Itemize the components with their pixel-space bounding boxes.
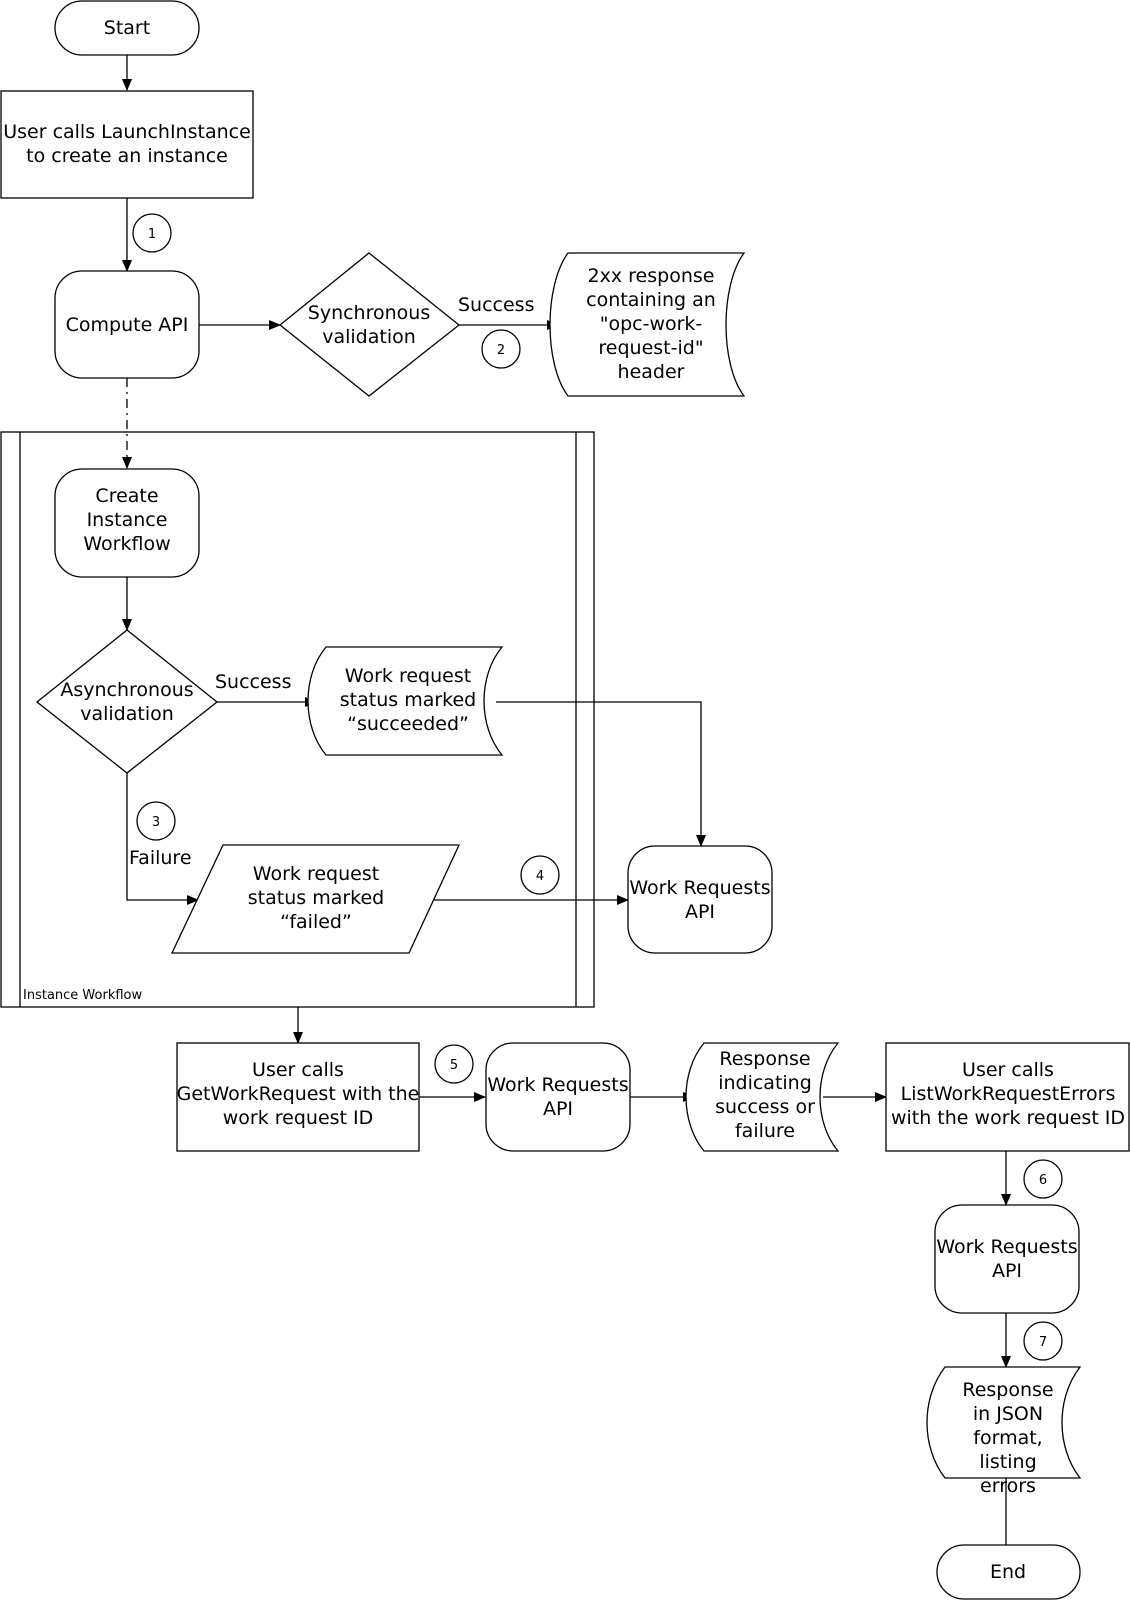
asynchronous-validation-decision: Asynchronous validation <box>35 629 219 774</box>
svg-text:6: 6 <box>1039 1173 1047 1188</box>
svg-text:Create: Create <box>95 485 158 507</box>
json-errors-document: Response in JSON format, listing errors <box>926 1366 1082 1497</box>
step-marker-5: 5 <box>434 1044 474 1084</box>
sync-success-label: Success <box>458 294 534 316</box>
svg-text:Work request: Work request <box>345 665 471 687</box>
svg-text:5: 5 <box>450 1058 458 1073</box>
step-marker-1: 1 <box>132 213 172 253</box>
end-terminal: End <box>936 1544 1081 1600</box>
svg-text:Compute API: Compute API <box>66 314 189 336</box>
status-failed-data: Work request status marked “failed” <box>170 844 461 954</box>
start-label: Start <box>104 17 150 39</box>
compute-api-node: Compute API <box>54 270 200 379</box>
step-marker-7: 7 <box>1023 1321 1063 1361</box>
svg-text:API: API <box>992 1260 1022 1282</box>
launch-instance-process: User calls LaunchInstance to create an i… <box>0 90 254 199</box>
svg-text:4: 4 <box>536 869 544 884</box>
svg-text:errors: errors <box>980 1475 1036 1497</box>
sync-response-document: 2xx response containing an "opc-work- re… <box>549 252 746 397</box>
svg-text:work request ID: work request ID <box>223 1107 374 1129</box>
svg-text:User calls: User calls <box>962 1059 1054 1081</box>
svg-text:Work Requests: Work Requests <box>936 1236 1077 1258</box>
async-failure-label: Failure <box>129 847 192 869</box>
work-requests-api-node-2: Work Requests API <box>485 1042 631 1152</box>
svg-text:validation: validation <box>80 703 174 725</box>
connectors <box>122 55 1011 1545</box>
svg-text:User calls: User calls <box>252 1059 344 1081</box>
step-marker-3: 3 <box>136 801 176 841</box>
get-work-request-process: User calls GetWorkRequest with the work … <box>176 1042 420 1152</box>
svg-text:Work Requests: Work Requests <box>629 877 770 899</box>
svg-text:Instance: Instance <box>87 509 168 531</box>
svg-text:in JSON: in JSON <box>973 1403 1043 1425</box>
end-label: End <box>990 1561 1026 1583</box>
svg-text:User calls LaunchInstance: User calls LaunchInstance <box>3 121 251 143</box>
svg-text:2xx response: 2xx response <box>588 265 715 287</box>
svg-text:API: API <box>543 1098 573 1120</box>
synchronous-validation-decision: Synchronous validation <box>278 252 461 397</box>
svg-text:Response: Response <box>962 1379 1053 1401</box>
step-marker-2: 2 <box>481 329 521 369</box>
svg-text:indicating: indicating <box>718 1072 812 1094</box>
svg-text:API: API <box>685 901 715 923</box>
step-marker-6: 6 <box>1023 1159 1063 1199</box>
svg-text:"opc-work-: "opc-work- <box>600 313 703 335</box>
edge-async-failed <box>126 773 199 905</box>
svg-text:with the work request ID: with the work request ID <box>891 1107 1125 1129</box>
svg-text:2: 2 <box>497 343 505 358</box>
svg-text:“succeeded”: “succeeded” <box>347 713 469 735</box>
svg-text:success or: success or <box>715 1096 815 1118</box>
svg-text:containing an: containing an <box>586 289 716 311</box>
container-label: Instance Workflow <box>23 988 142 1003</box>
step-marker-4: 4 <box>520 855 560 895</box>
edge-succeeded-wrapi <box>496 701 706 847</box>
async-success-label: Success <box>215 671 291 693</box>
svg-text:Asynchronous: Asynchronous <box>60 679 193 701</box>
svg-text:ListWorkRequestErrors: ListWorkRequestErrors <box>901 1083 1116 1105</box>
svg-text:validation: validation <box>322 326 416 348</box>
svg-text:GetWorkRequest with the: GetWorkRequest with the <box>177 1083 420 1105</box>
start-terminal: Start <box>54 0 200 56</box>
list-work-request-errors-process: User calls ListWorkRequestErrors with th… <box>885 1042 1130 1152</box>
create-instance-workflow-node: Create Instance Workflow <box>54 468 200 578</box>
svg-text:format,: format, <box>973 1427 1042 1449</box>
svg-text:Work Requests: Work Requests <box>487 1074 628 1096</box>
svg-text:1: 1 <box>148 227 156 242</box>
work-requests-api-node-1: Work Requests API <box>627 845 773 954</box>
svg-text:header: header <box>618 361 685 383</box>
svg-text:request-id": request-id" <box>598 337 703 359</box>
svg-text:listing: listing <box>979 1451 1036 1473</box>
svg-text:Response: Response <box>719 1048 810 1070</box>
success-failure-document: Response indicating success or failure <box>685 1042 840 1152</box>
svg-text:status marked: status marked <box>340 689 476 711</box>
svg-text:7: 7 <box>1039 1335 1047 1350</box>
svg-text:Synchronous: Synchronous <box>308 302 430 324</box>
svg-text:“failed”: “failed” <box>280 911 352 933</box>
svg-text:Work request: Work request <box>253 863 379 885</box>
svg-text:to create an instance: to create an instance <box>26 145 228 167</box>
svg-text:Workflow: Workflow <box>83 533 170 555</box>
svg-text:failure: failure <box>735 1120 795 1142</box>
svg-text:status marked: status marked <box>248 887 384 909</box>
work-requests-api-node-3: Work Requests API <box>934 1204 1080 1314</box>
svg-text:3: 3 <box>152 815 160 830</box>
status-succeeded-document: Work request status marked “succeeded” <box>307 646 504 756</box>
